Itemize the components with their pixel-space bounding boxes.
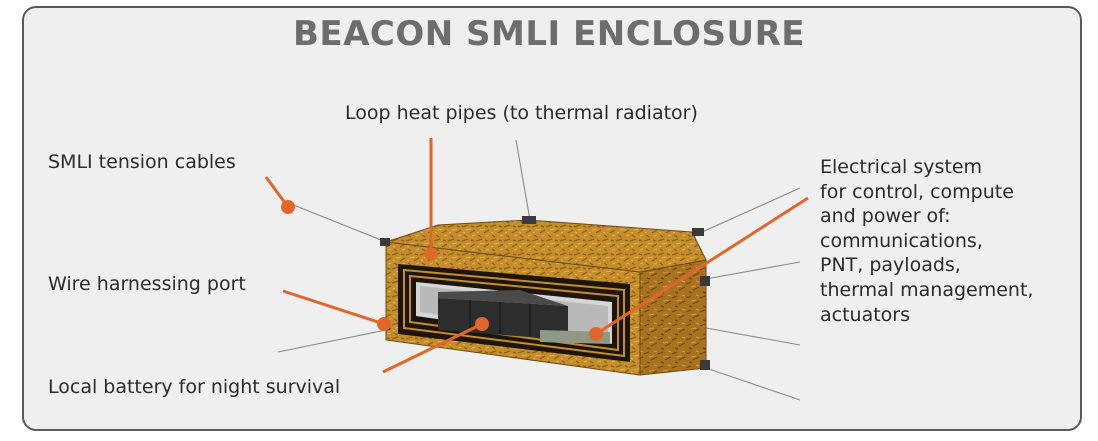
label-loop-heat-pipes: Loop heat pipes (to thermal radiator): [345, 102, 698, 124]
electrical-line: for control, compute: [820, 180, 1014, 203]
label-wire-harnessing-port: Wire harnessing port: [48, 273, 246, 295]
callout-lines: [264, 138, 809, 374]
electrical-line: communications,: [820, 229, 983, 252]
electrical-line: Electrical system: [820, 156, 983, 178]
enclosure-right-face: [639, 259, 707, 376]
label-electrical-system: Electrical system for control, compute a…: [820, 155, 1033, 327]
electrical-line: thermal management,: [820, 278, 1034, 301]
electrical-line: actuators: [820, 303, 911, 326]
diagram-title: BEACON SMLI ENCLOSURE: [292, 14, 806, 54]
label-local-battery: Local battery for night survival: [48, 376, 341, 398]
tension-cables: [277, 139, 801, 401]
electrical-line: and power of:: [820, 205, 951, 228]
electrical-line: PNT, payloads,: [820, 254, 961, 277]
label-smli-tension-cables: SMLI tension cables: [48, 151, 236, 173]
